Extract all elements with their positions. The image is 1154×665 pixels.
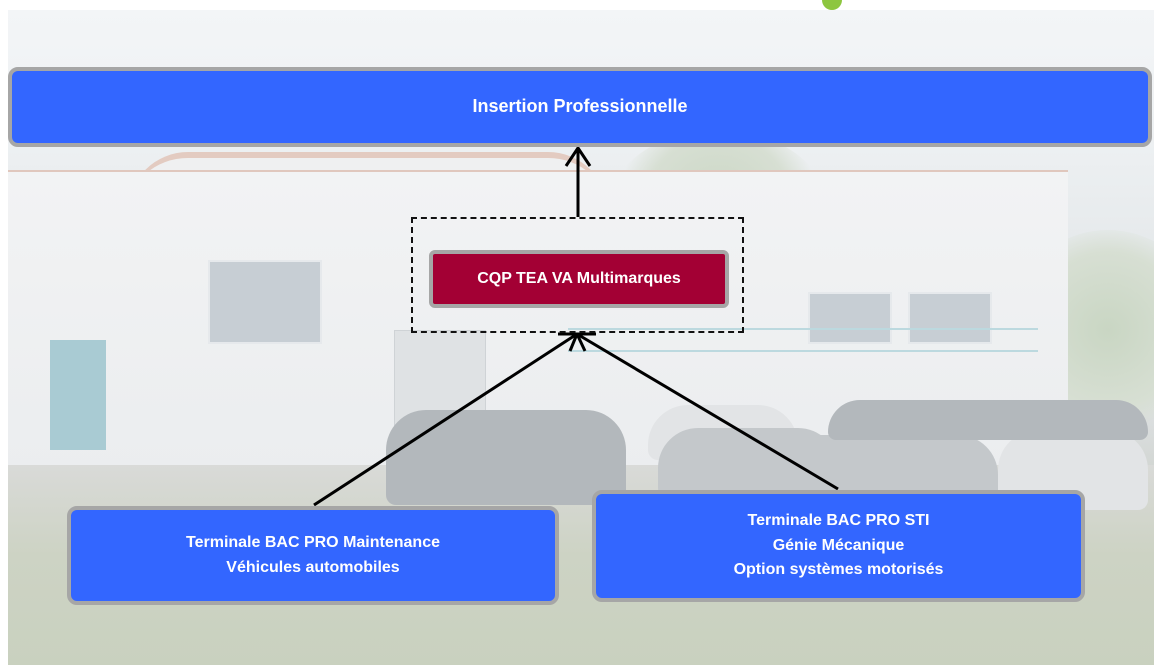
center-box: CQP TEA VA Multimarques — [429, 250, 729, 308]
left-box: Terminale BAC PRO Maintenance Véhicules … — [67, 506, 559, 605]
right-box: Terminale BAC PRO STI Génie Mécanique Op… — [592, 490, 1085, 602]
arrow-right-to-center — [574, 332, 839, 491]
accent-shape — [822, 0, 842, 10]
window — [908, 292, 992, 344]
top-box-label: Insertion Professionnelle — [472, 96, 688, 117]
center-box-label: CQP TEA VA Multimarques — [477, 269, 681, 287]
left-box-line: Terminale BAC PRO Maintenance — [186, 533, 440, 551]
railing — [568, 350, 1038, 352]
arrow-left-to-center — [313, 332, 580, 507]
window — [208, 260, 322, 344]
car — [828, 400, 1148, 440]
railing — [568, 328, 1038, 330]
right-box-line: Terminale BAC PRO STI — [747, 511, 930, 529]
dashed-frame — [411, 217, 744, 333]
right-box-line: Génie Mécanique — [772, 536, 905, 554]
car — [386, 410, 626, 505]
top-box: Insertion Professionnelle — [8, 67, 1152, 147]
left-box-line: Véhicules automobiles — [226, 558, 400, 576]
right-box-line: Option systèmes motorisés — [733, 561, 944, 579]
arrow-center-to-top — [564, 145, 592, 217]
door — [50, 340, 106, 450]
window — [808, 292, 892, 344]
